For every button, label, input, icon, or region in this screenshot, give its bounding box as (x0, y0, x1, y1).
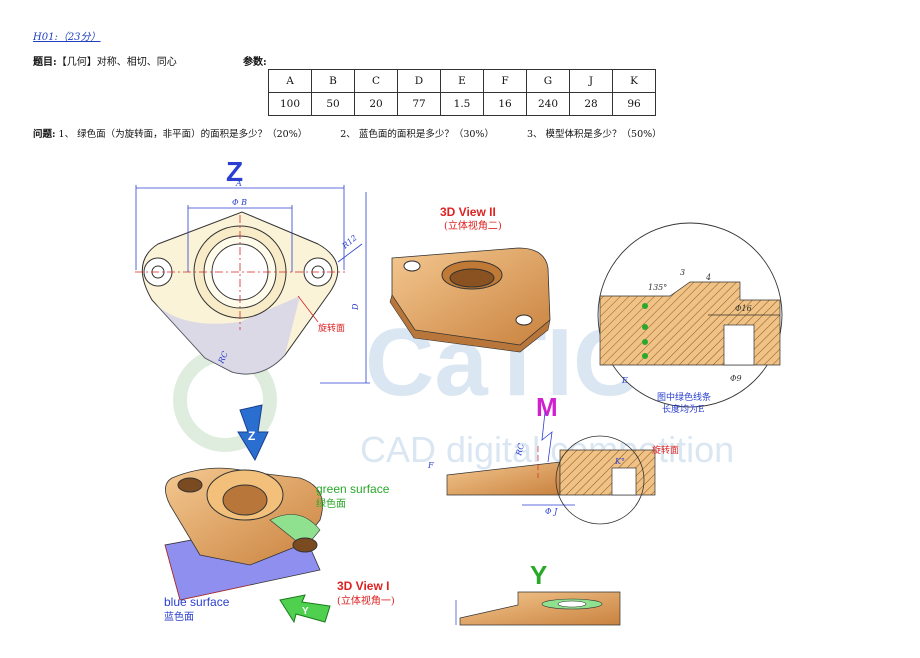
dim-f: F (427, 461, 434, 470)
z-dimensions (135, 185, 370, 384)
param-header: E (440, 69, 484, 93)
dim-phi16: Φ16 (735, 304, 752, 313)
view-m-label: M (536, 392, 558, 422)
y-arrow-text: Y (302, 606, 309, 617)
view1-title: 3D View I (337, 579, 389, 593)
param-value: 28 (569, 92, 613, 116)
params-value-row: 100 50 20 77 1.5 16 240 28 96 (268, 92, 656, 116)
param-header: F (483, 69, 527, 93)
dim-phij: Φ J (545, 507, 558, 516)
blue-surface-cn: 蓝色面 (164, 610, 194, 623)
question-1: 1、 绿色面（为旋转面，非平面）的面积是多少？（20%） (58, 129, 308, 140)
param-value: 96 (612, 92, 656, 116)
y-view (455, 591, 621, 626)
param-value: 100 (268, 92, 312, 116)
dim-a: A (235, 179, 242, 188)
dim-d: D (351, 303, 360, 311)
params-label-text: 参数: (243, 57, 267, 68)
params-header-row: A B C D E F G J K (268, 69, 656, 93)
detail-note-1: 图中绿色线条 (657, 391, 711, 403)
detail-note-2: 长度均为E (662, 403, 705, 415)
questions-label: 问题: (33, 129, 56, 140)
dim-b: Φ B (232, 198, 247, 207)
view2-model (389, 247, 551, 353)
z-arrow-icon: Z (237, 404, 269, 462)
z-view (135, 211, 345, 375)
y-arrow-icon: Y (279, 594, 331, 624)
question-3: 3、 模型体积是多少？（50%） (526, 129, 662, 140)
dim-k: K° (614, 457, 625, 466)
dim-4: 4 (705, 273, 711, 282)
view2-subtitle: (立体视角二) (444, 219, 502, 232)
z-arrow-text: Z (248, 429, 255, 443)
dim-phi9: Φ9 (730, 374, 742, 383)
problem-code: H01:（23分） (33, 32, 101, 43)
dim-3: 3 (680, 268, 685, 277)
param-value: 50 (311, 92, 355, 116)
angle-135: 135° (648, 283, 667, 292)
view1-model (164, 467, 323, 601)
param-value: 16 (483, 92, 527, 116)
param-value: 77 (397, 92, 441, 116)
params-table: A B C D E F G J K 100 50 20 77 1.5 16 24… (268, 69, 656, 116)
green-surface-en: green surface (316, 482, 390, 496)
dim-e: E (621, 376, 628, 385)
param-value: 240 (526, 92, 570, 116)
dim-rc-m: RC (514, 442, 526, 457)
topic-line: 题目:【几何】对称、相切、同心 (33, 53, 177, 68)
m-section (446, 411, 656, 525)
detail-view (597, 222, 783, 408)
view-y-label: Y (530, 560, 547, 590)
blue-surface-en: blue surface (164, 595, 230, 609)
rotate-face-label-2: 旋转面 (652, 444, 679, 456)
view-z-label: Z (226, 156, 243, 187)
green-surface-cn: 绿色面 (316, 497, 346, 510)
question-2: 2、 蓝色面的面积是多少？（30%） (340, 129, 494, 140)
view1-subtitle: (立体视角一) (337, 594, 395, 607)
topic-label: 题目: (33, 57, 57, 68)
param-value: 1.5 (440, 92, 484, 116)
param-value: 20 (354, 92, 398, 116)
questions-line: 问题: 1、 绿色面（为旋转面，非平面）的面积是多少？（20%） 2、 蓝色面的… (33, 126, 692, 140)
topic-text: 【几何】对称、相切、同心 (56, 57, 177, 68)
rotate-face-label: 旋转面 (318, 322, 345, 334)
params-label: 参数: (243, 53, 267, 68)
view2-title: 3D View II (440, 205, 496, 219)
param-header: B (311, 69, 355, 93)
